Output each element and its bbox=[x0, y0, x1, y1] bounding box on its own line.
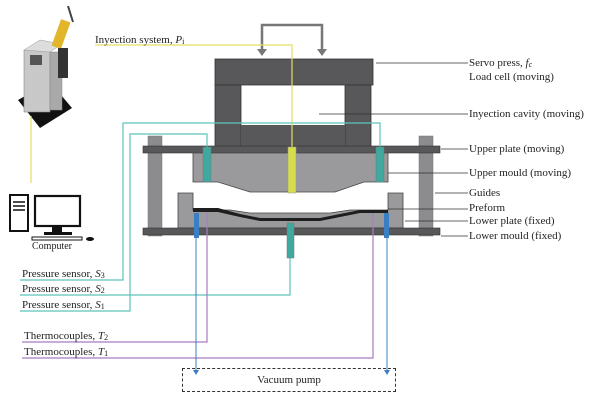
pressure-line-s2 bbox=[20, 258, 291, 296]
label-lower-mould: Lower mould (fixed) bbox=[469, 230, 562, 242]
pressure-sensor-s2 bbox=[286, 222, 295, 259]
servo-press-beam bbox=[214, 58, 374, 86]
label-upper-mould: Upper mould (moving) bbox=[469, 167, 572, 179]
vacuum-pump-box: Vacuum pump bbox=[182, 368, 396, 392]
servo-press-arrows bbox=[260, 23, 324, 52]
label-servo-press: Servo press, fc bbox=[469, 57, 533, 69]
label-lower-plate: Lower plate (fixed) bbox=[469, 215, 555, 227]
label-guides: Guides bbox=[469, 187, 501, 199]
injection-cavity bbox=[241, 125, 345, 148]
vacuum-port-left bbox=[194, 213, 199, 238]
label-load-cell: Load cell (moving) bbox=[469, 71, 554, 83]
computer-icon bbox=[9, 194, 94, 241]
guide-right bbox=[418, 135, 434, 237]
label-upper-plate: Upper plate (moving) bbox=[469, 143, 565, 155]
label-injection-system: Inyection system, Pi bbox=[95, 34, 185, 46]
injection-port bbox=[287, 146, 297, 194]
preform bbox=[193, 208, 388, 221]
vacuum-port-right bbox=[384, 213, 389, 238]
label-vacuum-pump: Vacuum pump bbox=[257, 374, 321, 386]
label-thermo-t1: Thermocouples, T1 bbox=[24, 346, 109, 358]
label-injection-cavity: Inyection cavity (moving) bbox=[469, 108, 584, 120]
pressure-line-s3 bbox=[20, 122, 381, 281]
thermo-line-t2 bbox=[22, 213, 208, 343]
label-pressure-s1: Pressure sensor, S1 bbox=[22, 299, 105, 311]
label-preform: Preform bbox=[469, 202, 506, 214]
guide-left bbox=[147, 135, 163, 237]
press-left-leg bbox=[214, 84, 242, 149]
leader-lines bbox=[319, 62, 468, 237]
pressure-sensor-s1 bbox=[202, 146, 212, 183]
arrow-down-icon bbox=[384, 370, 390, 375]
injection-line bbox=[95, 44, 293, 147]
press-right-leg bbox=[344, 84, 372, 149]
thermo-line-t1 bbox=[22, 213, 374, 359]
injection-machine-icon bbox=[18, 5, 74, 128]
label-computer: Computer bbox=[32, 241, 72, 252]
label-thermo-t2: Thermocouples, T2 bbox=[24, 330, 109, 342]
label-pressure-s3: Pressure sensor, S3 bbox=[22, 268, 105, 280]
arrow-down-icon bbox=[193, 370, 199, 375]
pressure-sensor-s3 bbox=[375, 146, 385, 183]
label-pressure-s2: Pressure sensor, S2 bbox=[22, 283, 105, 295]
pressure-line-s1 bbox=[20, 133, 208, 312]
